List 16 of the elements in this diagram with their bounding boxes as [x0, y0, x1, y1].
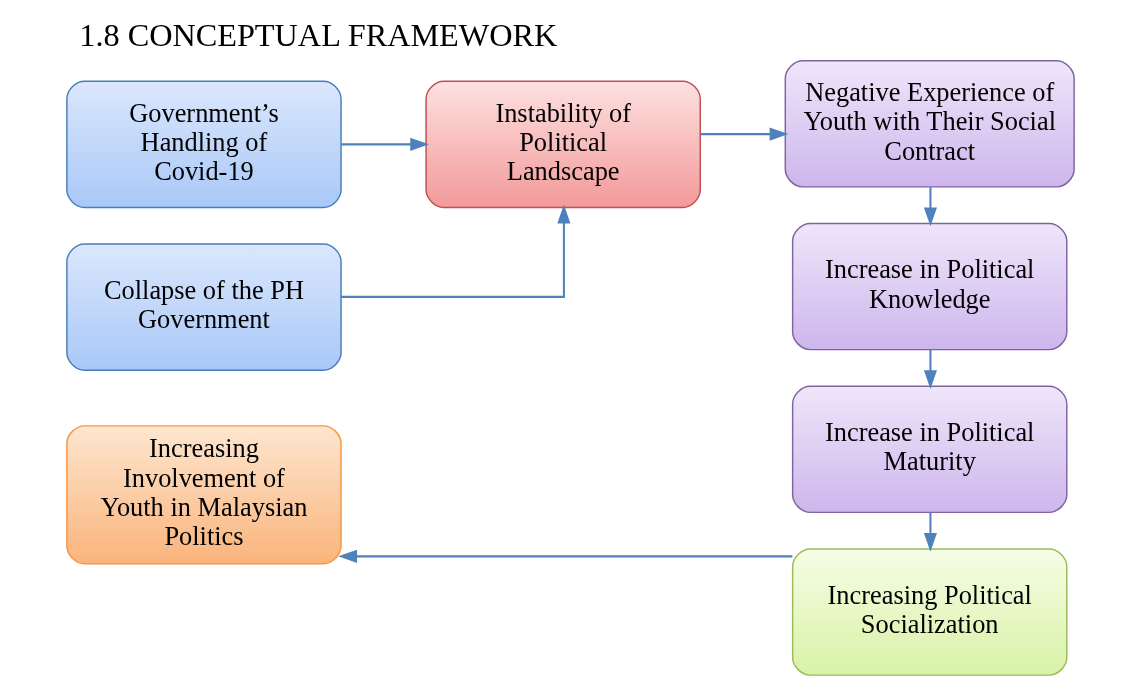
node-box: Negative Experience of Youth with Their Social Contract [784, 60, 1075, 188]
node-box: Collapse of the PH Government [66, 243, 342, 371]
node-box: Instability of Political Landscape [425, 80, 701, 209]
arrow [341, 204, 571, 298]
arrow [338, 549, 793, 563]
arrow [341, 137, 429, 151]
node-box: Increasing Political Socialization [791, 548, 1068, 676]
node-box: Increasing Involvement of Youth in Malaysian Politics [66, 425, 342, 565]
arrow [923, 349, 938, 389]
arrow [923, 512, 938, 552]
arrow [923, 187, 938, 227]
diagram-title: 1.8 CONCEPTUAL FRAMEWORK [79, 16, 558, 53]
node-box: Increase in Political Maturity [791, 385, 1068, 514]
arrow [700, 127, 789, 141]
node-box: Government’s Handling of Covid-19 [66, 80, 342, 209]
node-box: Increase in Political Knowledge [791, 222, 1068, 351]
